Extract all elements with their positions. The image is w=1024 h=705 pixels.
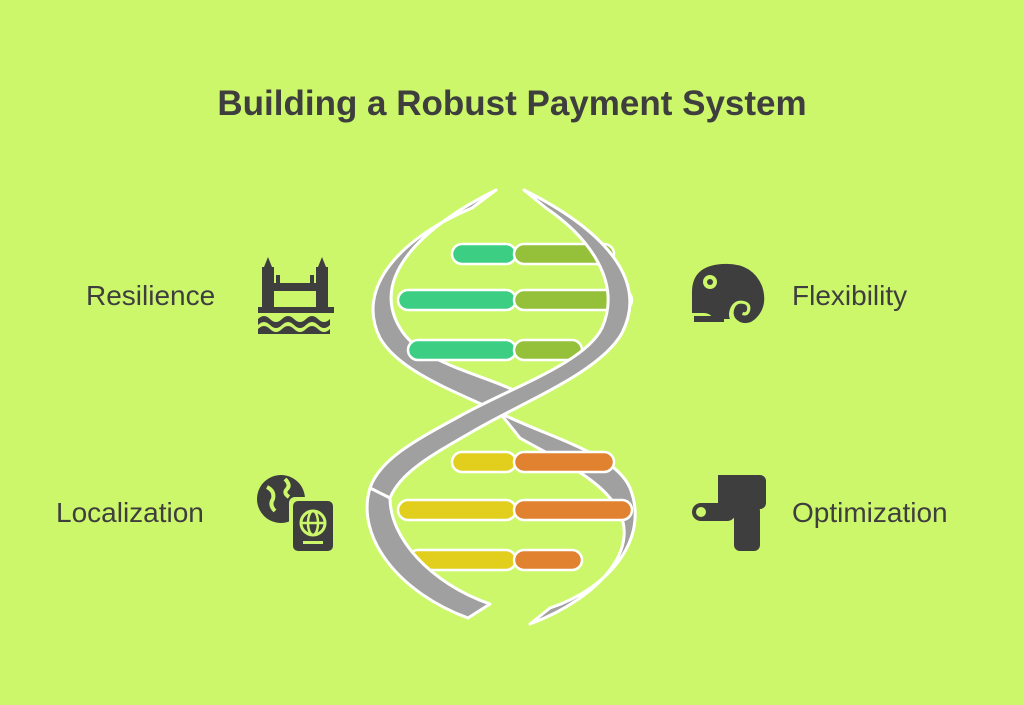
page-title: Building a Robust Payment System (217, 84, 807, 123)
helix-rungs-top (396, 242, 634, 362)
toggle-blocks-icon (692, 475, 766, 551)
dna-helix (365, 188, 637, 626)
label-localization: Localization (56, 497, 204, 528)
label-flexibility: Flexibility (792, 280, 908, 311)
label-resilience: Resilience (86, 280, 216, 311)
helix-rungs-bottom (396, 450, 634, 572)
chameleon-icon (692, 263, 765, 324)
helix-strand-front-bottom (365, 486, 492, 620)
label-optimization: Optimization (792, 497, 948, 528)
globe-passport-icon (257, 475, 335, 553)
castle-moat-icon (258, 257, 334, 334)
